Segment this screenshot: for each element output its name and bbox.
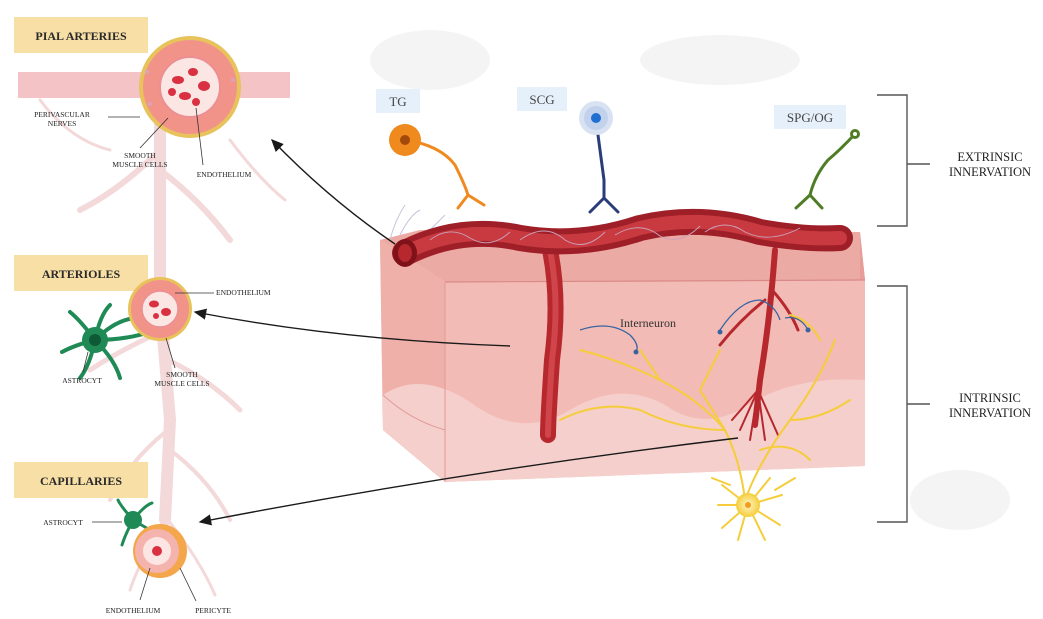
pial-perivascular-label-1: PERIVASCULAR	[34, 110, 90, 119]
surface-artery-lumen	[398, 244, 412, 262]
intrinsic-neuron-nucleus	[745, 502, 751, 508]
capillary-pericyte-pointer	[180, 568, 196, 601]
pial-arteries-title: PIAL ARTERIES	[35, 29, 127, 43]
extrinsic-label-2: INNERVATION	[949, 165, 1031, 179]
spg-neuron	[796, 129, 860, 208]
intrinsic-label-1: INTRINSIC	[959, 391, 1021, 405]
capillary-astrocyte-body	[124, 511, 142, 529]
extrinsic-bracket	[877, 95, 907, 226]
capillary-pericyte-label: PERICYTE	[195, 606, 231, 615]
intrinsic-bracket	[877, 286, 907, 522]
intrinsic-label-2: INNERVATION	[949, 406, 1031, 420]
capillaries-title: CAPILLARIES	[40, 474, 122, 488]
tg-neuron	[389, 124, 484, 208]
scg-label: SCG	[529, 92, 554, 107]
scg-neuron	[579, 101, 618, 212]
capillary-astrocyte-label: ASTROCYT	[43, 518, 83, 527]
interneuron-terminal-3	[806, 328, 811, 333]
spg-label: SPG/OG	[787, 110, 833, 125]
interneuron-terminal	[634, 350, 639, 355]
extrinsic-label-1: EXTRINSIC	[957, 150, 1022, 164]
arteriole-astrocyte-nucleus	[89, 334, 101, 346]
arterioles-title: ARTERIOLES	[42, 267, 121, 281]
capillary-endothelium-label: ENDOTHELIUM	[106, 606, 161, 615]
pial-endothelium-label: ENDOTHELIUM	[197, 170, 252, 179]
capillary-red-blood-cell	[152, 546, 162, 556]
pial-smooth-label-1: SMOOTH	[124, 151, 156, 160]
arrow-to-pial-arteries	[272, 140, 395, 244]
pial-perivascular-label-2: NERVES	[48, 119, 77, 128]
arteriole-endothelium-label: ENDOTHELIUM	[216, 288, 271, 297]
cortical-tissue-block	[380, 230, 865, 482]
arteriole-smooth-label-2: MUSCLE CELLS	[154, 379, 209, 388]
arteriole-smooth-label-1: SMOOTH	[166, 370, 198, 379]
pial-smooth-label-2: MUSCLE CELLS	[112, 160, 167, 169]
interneuron-terminal-2	[718, 330, 723, 335]
arteriole-astrocyte-label: ASTROCYT	[62, 376, 102, 385]
tg-label: TG	[389, 94, 406, 109]
pial-endothelium	[160, 57, 220, 117]
interneuron-label: Interneuron	[620, 316, 676, 330]
arteriole-endothelium	[142, 291, 178, 327]
